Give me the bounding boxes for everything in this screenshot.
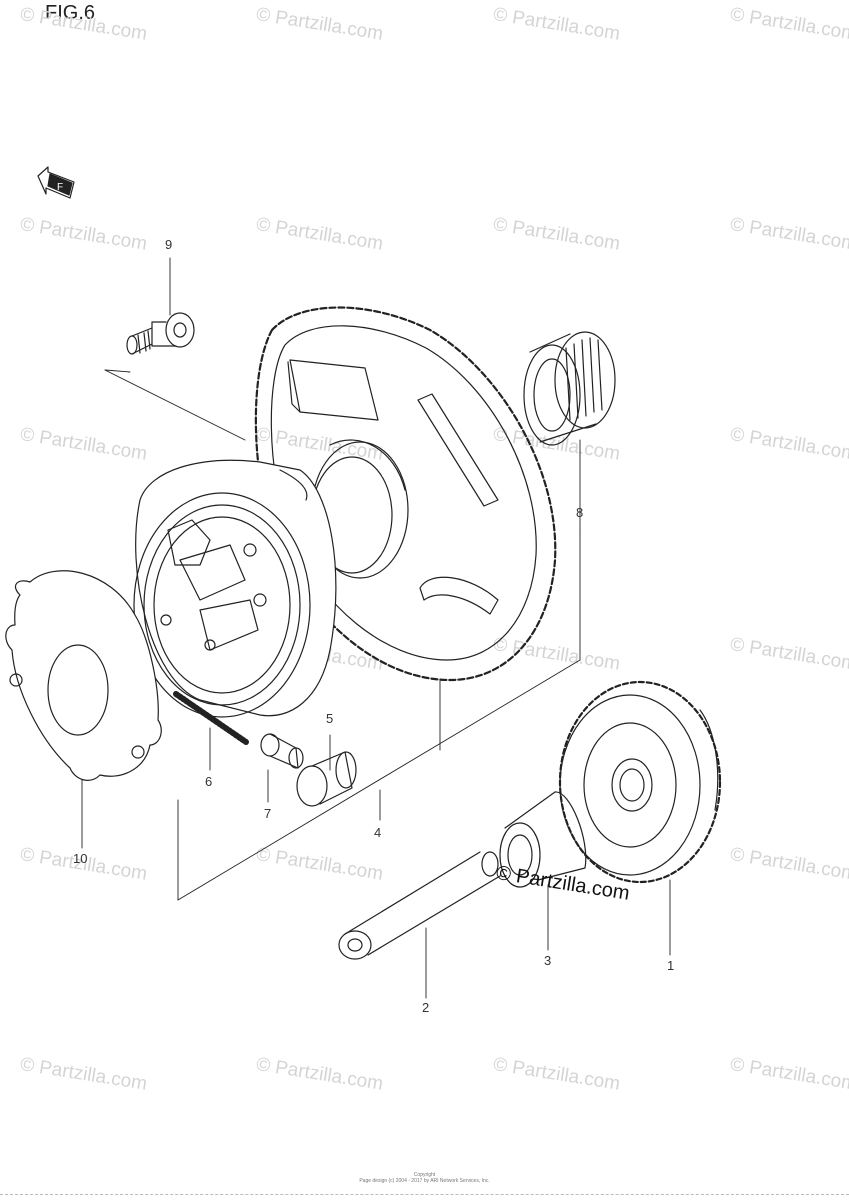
- part-number-7: 7: [264, 806, 272, 821]
- part-8-needle-bearing: [523, 331, 616, 446]
- part-number-3: 3: [544, 953, 552, 968]
- part-4-clutch-housing: [133, 459, 337, 718]
- part-1-idle-gear: [558, 680, 722, 884]
- front-arrow-icon: F: [37, 166, 75, 199]
- part-3-bushing: [499, 791, 587, 888]
- part-7-plunger: [260, 733, 304, 769]
- part-number-1: 1: [667, 958, 675, 973]
- part-10-plate: [5, 570, 162, 781]
- part-number-6: 6: [205, 774, 213, 789]
- copyright-line: Copyright: [413, 1172, 436, 1178]
- front-marker-label: F: [57, 182, 63, 193]
- copyright-footer: Copyright Page design (c) 2004 - 2017 by…: [0, 1172, 849, 1184]
- part-number-5: 5: [326, 711, 334, 726]
- part-large-ring-gear: [254, 306, 557, 682]
- part-number-2: 2: [422, 1000, 430, 1015]
- leader-lines: [81, 257, 671, 999]
- footer-divider: [0, 1194, 849, 1195]
- copyright-line: Page design (c) 2004 - 2017 by ARI Netwo…: [359, 1178, 490, 1184]
- part-9-bolt: [126, 312, 195, 355]
- part-6-spring: [173, 691, 249, 745]
- part-number-8: 8: [576, 505, 584, 520]
- part-number-10: 10: [73, 851, 88, 866]
- part-5-roller: [296, 751, 357, 807]
- figure-title: FIG.6: [45, 2, 96, 24]
- part-2-shaft: [338, 851, 501, 960]
- part-number-9: 9: [165, 237, 173, 252]
- part-number-4: 4: [374, 825, 382, 840]
